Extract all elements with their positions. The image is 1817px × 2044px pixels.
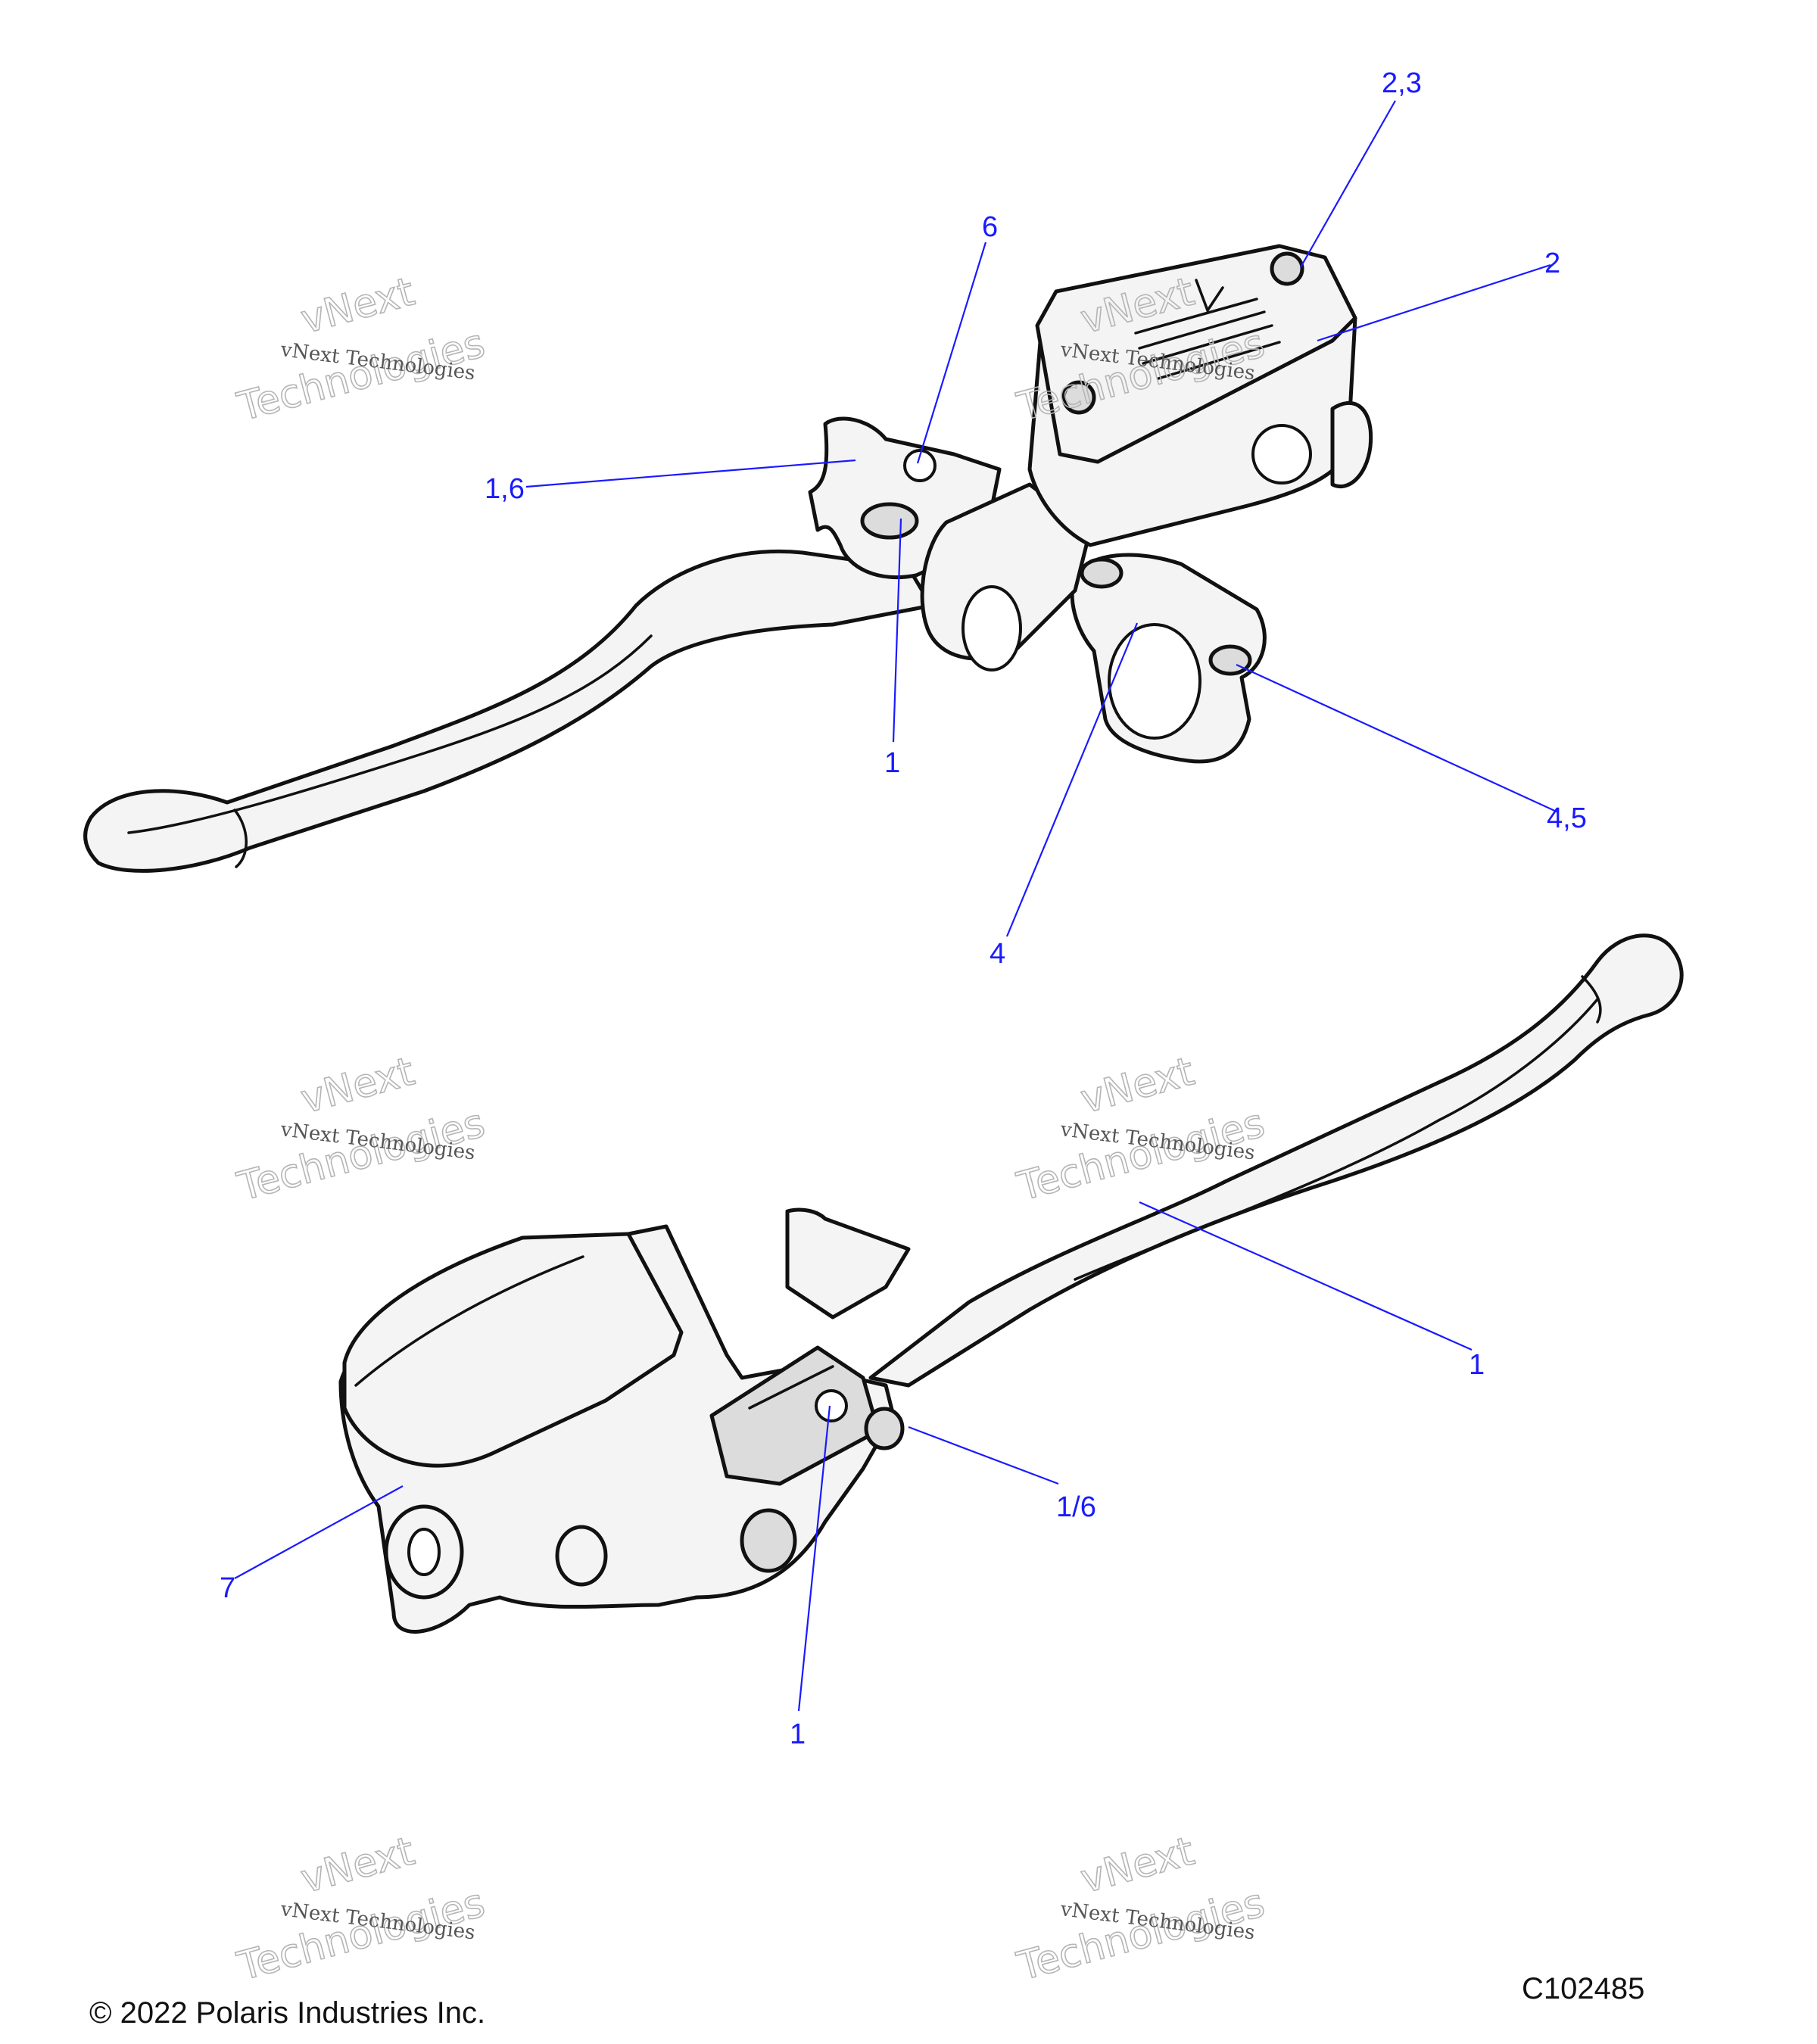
lower-reservoir-top-edge <box>354 1255 584 1387</box>
watermarks: vNext Technologies vNext Technologies vN… <box>232 269 1270 1991</box>
watermark-6: vNext Technologies vNext Technologies <box>1012 1828 1270 1991</box>
watermark-5: vNext Technologies vNext Technologies <box>232 1828 491 1991</box>
upper-clamp-bolt-2 <box>1208 644 1252 676</box>
upper-lever-blade <box>83 549 933 873</box>
lower-lever-highlight <box>1074 998 1599 1281</box>
callouts: 2,3 6 2 1,6 1 4,5 4 1 1/6 7 1 <box>220 67 1587 1750</box>
lower-lever-tab <box>785 1207 911 1320</box>
upper-reservoir-cap <box>1035 244 1357 464</box>
lower-pivot-hole <box>815 1389 848 1422</box>
callout-4: 4 <box>990 938 1005 970</box>
callout-1-b: 1 <box>1469 1349 1485 1381</box>
copyright-text: © 2022 Polaris Industries Inc. <box>89 1996 485 2030</box>
lower-perch-assembly <box>338 933 1684 1634</box>
lower-lever-edge <box>1581 975 1602 1024</box>
lower-bleeder-boss <box>555 1525 608 1587</box>
watermark-1: vNext Technologies vNext Technologies <box>232 269 491 432</box>
lower-reservoir <box>342 1232 684 1468</box>
upper-clamp-bore <box>1108 623 1201 740</box>
callout-1-c: 1 <box>790 1718 806 1750</box>
upper-sight-glass-boss <box>1330 400 1373 488</box>
callout-2: 2 <box>1544 248 1560 279</box>
callout-2-3: 2,3 <box>1382 67 1422 99</box>
upper-lever-edge <box>233 809 248 868</box>
upper-clamp-bolt-1 <box>1080 557 1124 589</box>
svg-text:vNext: vNext <box>296 1829 419 1902</box>
svg-text:vNext: vNext <box>1076 1049 1198 1123</box>
upper-sight-glass <box>1251 424 1312 485</box>
svg-text:vNext: vNext <box>296 270 419 343</box>
upper-lever-highlight <box>127 634 653 834</box>
callout-6: 6 <box>982 211 998 243</box>
upper-master-cylinder-assembly <box>83 244 1373 873</box>
lower-pivot-bolt <box>864 1407 905 1450</box>
upper-pivot-hole <box>903 449 937 482</box>
watermark-3: vNext Technologies vNext Technologies <box>232 1048 491 1211</box>
callout-4-5: 4,5 <box>1547 802 1587 834</box>
upper-barrel-bore <box>961 585 1022 671</box>
callout-7: 7 <box>220 1572 235 1604</box>
callout-1-6: 1,6 <box>485 473 525 505</box>
svg-text:vNext: vNext <box>296 1049 419 1123</box>
upper-cap-screw-2 <box>1061 380 1096 415</box>
figure-code: C102485 <box>1522 1972 1644 2005</box>
upper-pivot-bolt-head <box>860 502 919 540</box>
leader-lines <box>234 100 1559 1712</box>
upper-cap-lettering <box>1134 279 1281 380</box>
lower-clamp-bolt <box>740 1508 797 1573</box>
callout-1-slash-6: 1/6 <box>1056 1491 1096 1523</box>
upper-cap-screw-1 <box>1270 251 1304 286</box>
lower-banjo-bore <box>407 1528 441 1576</box>
lower-lever-blade <box>868 933 1684 1388</box>
callout-1-a: 1 <box>884 747 900 779</box>
lower-switch-detail <box>748 1365 834 1410</box>
svg-text:vNext: vNext <box>1076 1829 1198 1902</box>
